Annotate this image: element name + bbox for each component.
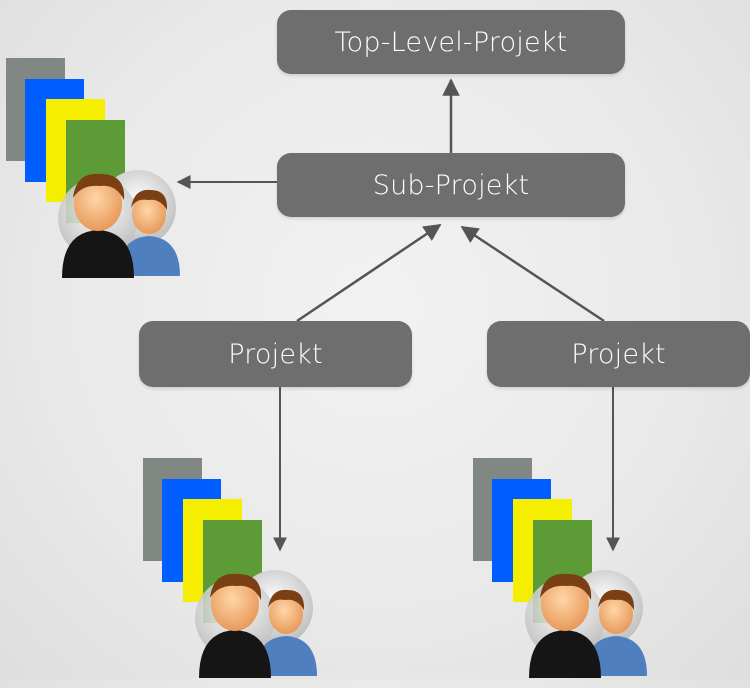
resource-bundle-project-left bbox=[143, 458, 323, 688]
users-icon bbox=[525, 570, 647, 678]
resource-bundle-sub bbox=[6, 58, 186, 288]
sub-project-node: Sub-Projekt bbox=[277, 153, 625, 217]
users-icon bbox=[195, 570, 317, 678]
top-level-project-label: Top-Level-Projekt bbox=[334, 26, 568, 58]
arrow-p2-to-sub bbox=[460, 225, 605, 323]
users-icon bbox=[58, 170, 180, 278]
resource-bundle-project-right bbox=[473, 458, 653, 688]
project-label-left: Projekt bbox=[228, 338, 323, 370]
top-level-project-node: Top-Level-Projekt bbox=[277, 10, 625, 74]
project-node-left: Projekt bbox=[139, 321, 412, 387]
project-node-right: Projekt bbox=[487, 321, 750, 387]
project-label-right: Projekt bbox=[571, 338, 666, 370]
arrow-p1-to-sub bbox=[296, 223, 442, 323]
sub-project-label: Sub-Projekt bbox=[372, 169, 530, 201]
